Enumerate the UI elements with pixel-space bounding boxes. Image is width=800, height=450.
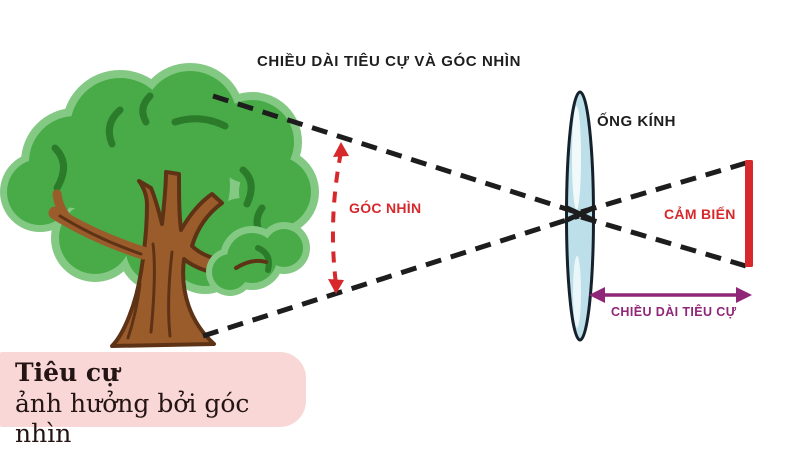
focal-arrow-left xyxy=(589,287,605,303)
diagram-title: CHIỀU DÀI TIÊU CỰ VÀ GÓC NHÌN xyxy=(256,53,522,70)
focal-length-label: CHIỀU DÀI TIÊU CỰ xyxy=(611,305,737,319)
angle-of-view-arc xyxy=(328,142,349,294)
caption-subheading: ảnh hưởng bởi góc nhìn xyxy=(15,388,250,449)
lens-highlight xyxy=(572,106,581,210)
sensor-label: CẢM BIẾN xyxy=(664,206,736,222)
arc-arrow-down xyxy=(328,279,344,294)
lens-label: ỐNG KÍNH xyxy=(597,113,676,130)
angle-of-view-label: GÓC NHÌN xyxy=(349,200,422,216)
caption-box: Tiêu cự ảnh hưởng bởi góc nhìn xyxy=(0,352,306,448)
sensor-bar xyxy=(745,160,753,267)
tree-illustration xyxy=(0,63,319,348)
lens-highlight-lower xyxy=(573,256,581,328)
focal-arrow-right xyxy=(736,287,752,303)
tree-bark-detail xyxy=(58,214,174,340)
light-ray-lines xyxy=(202,93,747,339)
ray-crossing-point xyxy=(565,205,595,223)
arc-arrow-up xyxy=(333,142,349,157)
tree-side-clump xyxy=(206,222,310,296)
caption-heading: Tiêu cự xyxy=(15,358,120,387)
tree-leaf-detail xyxy=(51,92,266,240)
focal-length-arrow xyxy=(589,287,752,303)
